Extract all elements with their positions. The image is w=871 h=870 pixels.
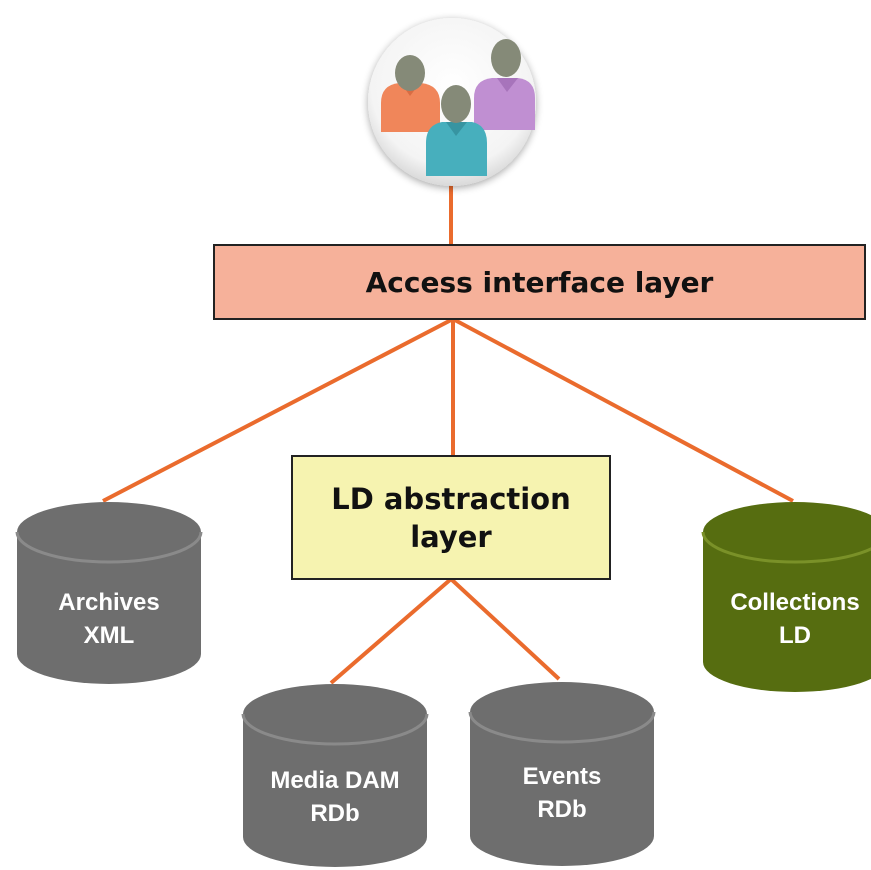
events-database-label: Events RDb [522, 763, 602, 823]
users-group-icon [381, 39, 535, 176]
collections-database [701, 502, 871, 692]
connector-access-collections [452, 317, 794, 503]
archives-database-label: Archives XML [58, 589, 160, 649]
connector-ld-events [449, 577, 561, 681]
access-interface-layer-label: Access interface layer [365, 265, 714, 299]
connector-access-archives [102, 317, 454, 503]
media-database [241, 684, 429, 867]
archives-database [15, 502, 203, 684]
ld-abstraction-layer-label: LD abstraction layer [331, 481, 571, 554]
events-database [468, 682, 656, 866]
access-interface-layer-bar [213, 244, 866, 320]
ld-abstraction-layer-box [291, 455, 611, 580]
collections-database-label: Collections LD [730, 589, 860, 649]
users-node [368, 18, 536, 186]
connector-ld-media [329, 577, 453, 685]
media-database-label: Media DAM RDb [270, 767, 400, 827]
connectors [102, 182, 794, 685]
